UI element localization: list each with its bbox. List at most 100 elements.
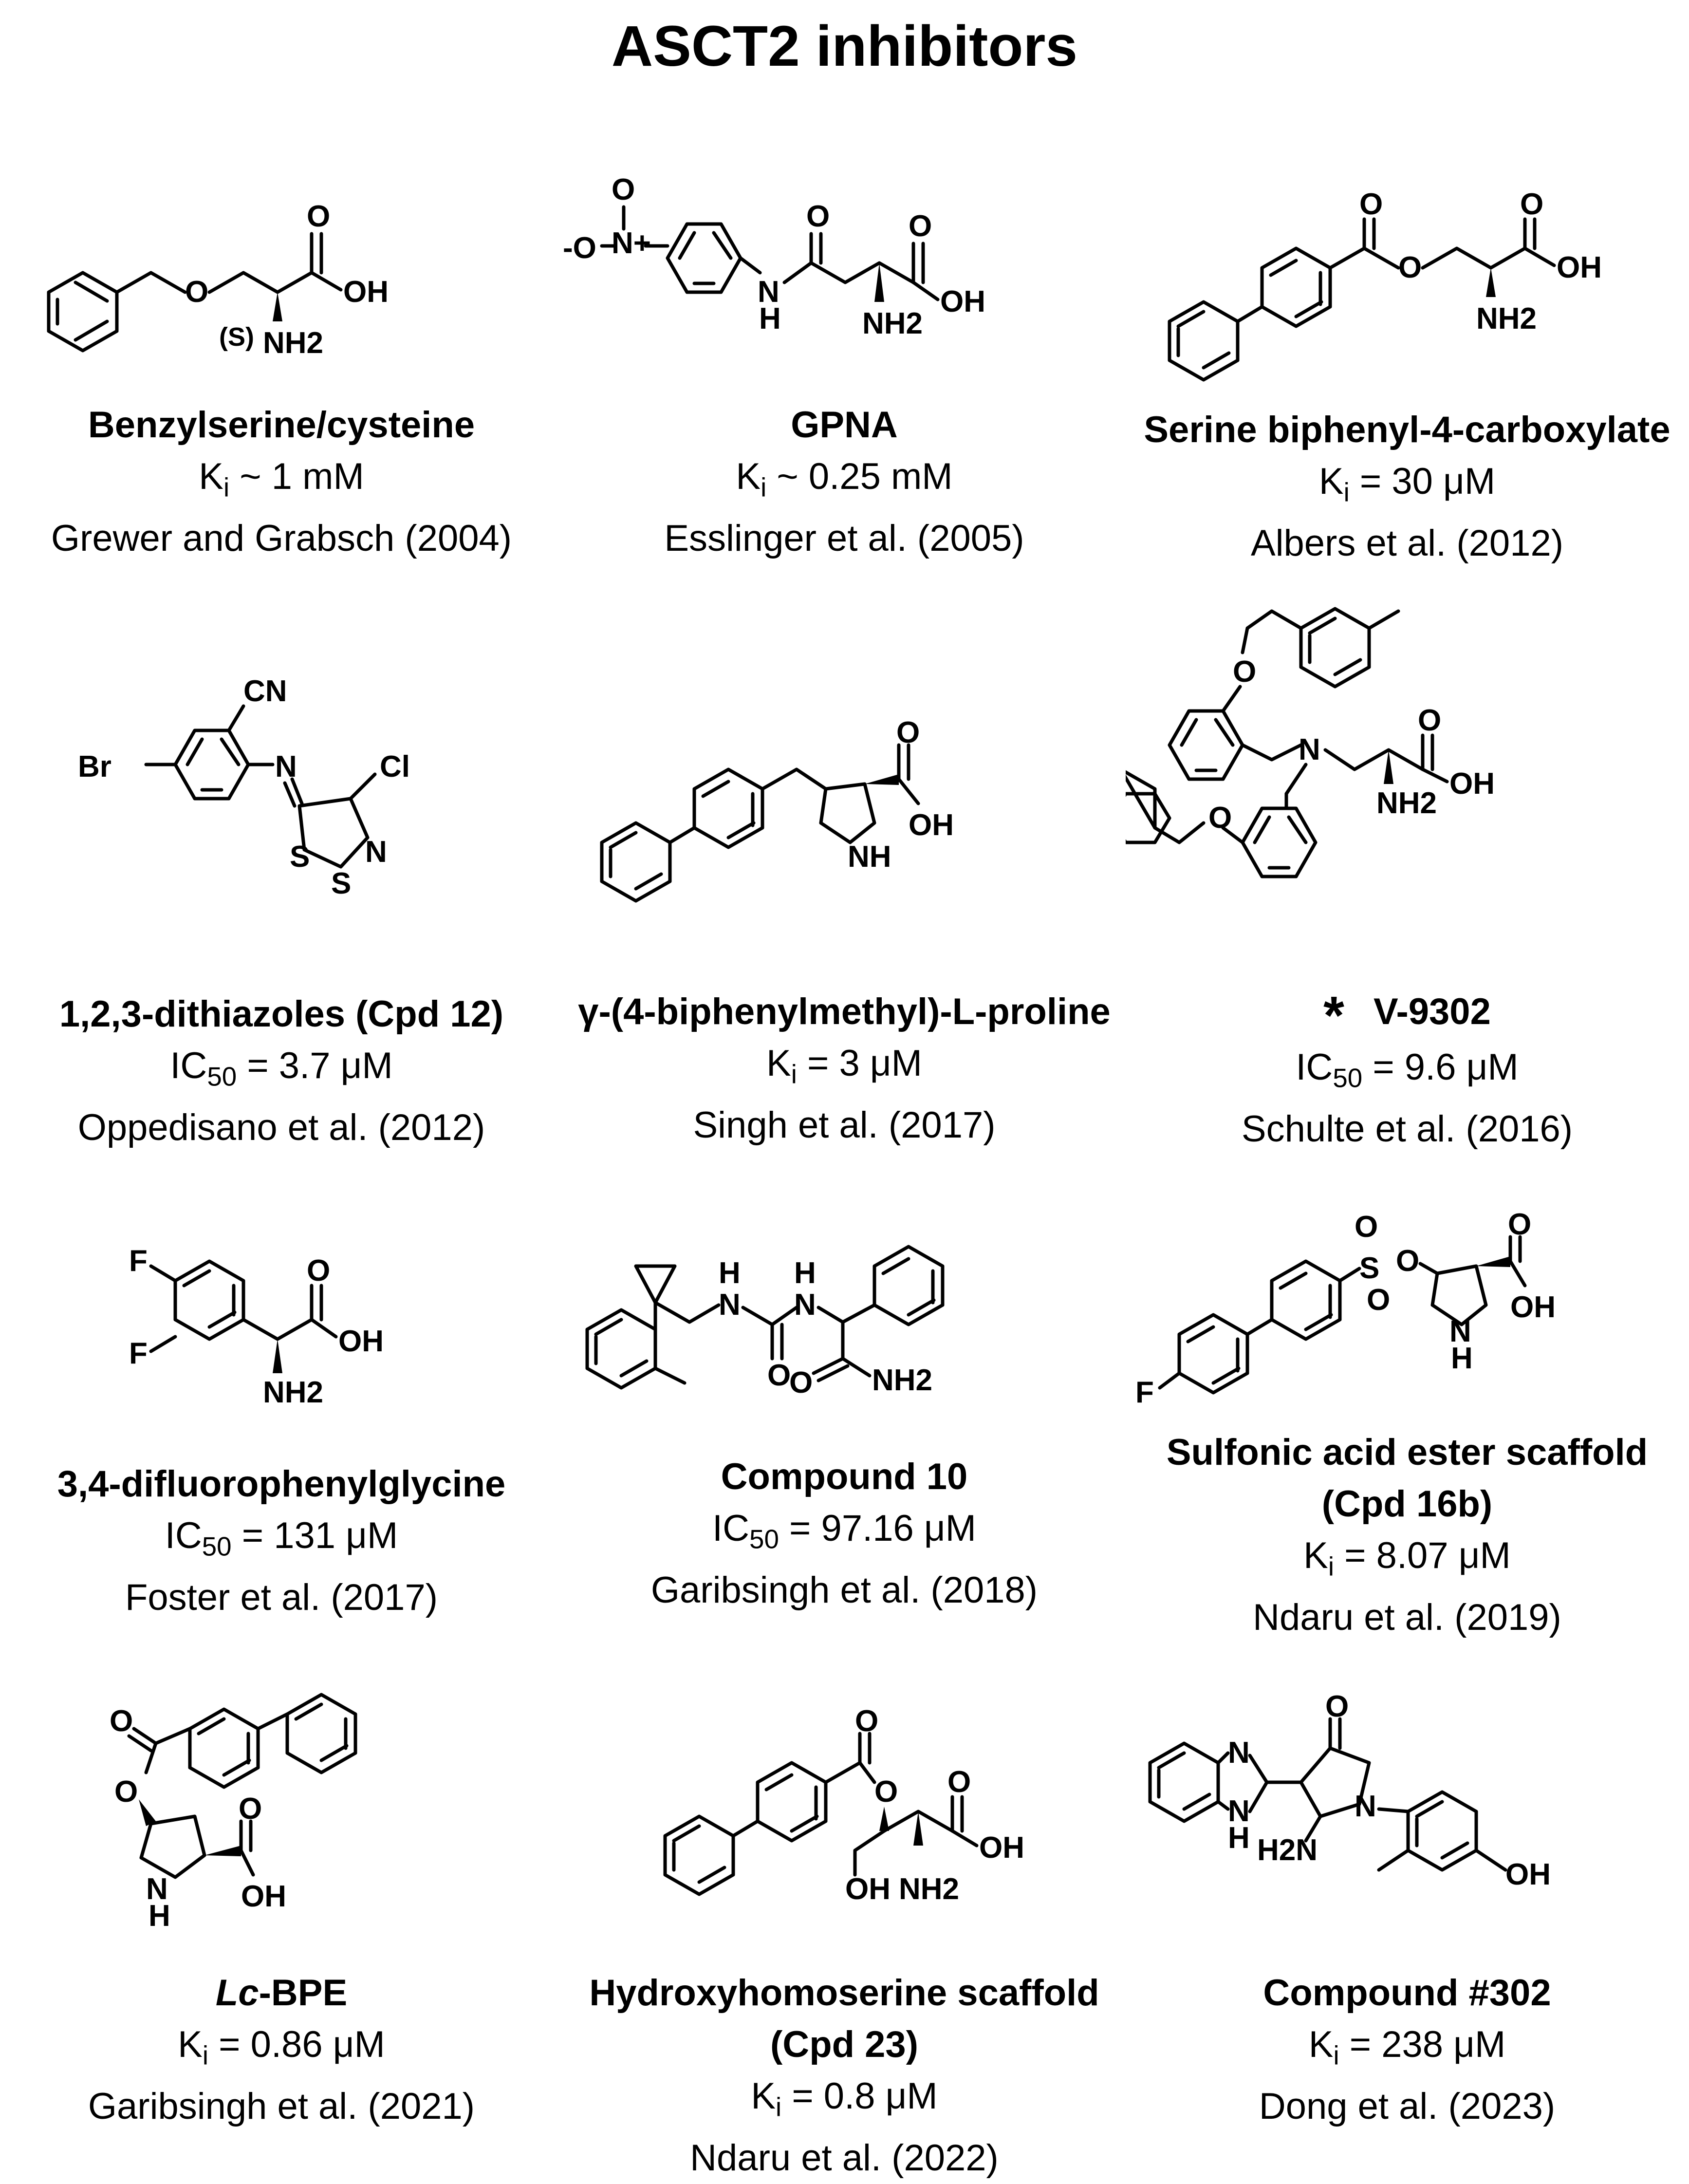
- atom-f2: F: [129, 1337, 148, 1370]
- atom-n: N: [1299, 733, 1320, 766]
- metric-sub: i: [791, 1059, 797, 1089]
- compound-caption: *V-9302 IC50 = 9.6 μM Schulte et al. (20…: [1126, 986, 1689, 1155]
- compound-caption: γ-(4-biphenylmethyl)-L-proline Ki = 3 μM…: [563, 986, 1126, 1151]
- atom-o: O: [185, 275, 208, 309]
- compound-name-italic: Lc: [215, 1972, 259, 2014]
- atom-n: N: [1449, 1315, 1471, 1348]
- metric: K: [1318, 461, 1344, 502]
- activity-value: Ki = 238 μM: [1126, 2019, 1689, 2081]
- structure-sulfonic-ester: F S O O O N H O OH: [1126, 1208, 1689, 1480]
- atom-s1: S: [290, 840, 310, 874]
- atom-nh: NH: [848, 840, 891, 874]
- value: = 0.8 μM: [792, 2075, 938, 2117]
- atom-o-ketone: O: [1359, 187, 1383, 221]
- atom-n-pyrrole: N: [1355, 1790, 1376, 1823]
- pyrrolidine-ring: [819, 782, 876, 844]
- dithiazole-ring: [297, 797, 370, 869]
- compound-caption: Sulfonic acid ester scaffold (Cpd 16b) K…: [1126, 1427, 1689, 1643]
- reference: Foster et al. (2017): [125, 1577, 438, 1619]
- benzene-ring: [1299, 607, 1371, 689]
- compound-name: Hydroxyhomoserine scaffold (Cpd 23): [589, 1972, 1099, 2065]
- atom-o-acid: O: [1520, 187, 1543, 221]
- activity-value: Ki = 0.86 μM: [0, 2019, 563, 2081]
- atom-n1: N: [719, 1288, 741, 1322]
- benzene-ring: [666, 222, 742, 294]
- reference: Schulte et al. (2016): [1241, 1108, 1573, 1150]
- atom-oh: OH: [338, 1325, 384, 1358]
- structure-v9302: O N O OH NH2 O: [1126, 599, 1689, 989]
- compound-name: Compound 10: [721, 1456, 968, 1497]
- atom-o-acid: O: [239, 1792, 262, 1826]
- value: = 3 μM: [807, 1043, 922, 1084]
- atom-h: H: [1228, 1821, 1250, 1855]
- compound-caption: Serine biphenyl-4-carboxylate Ki = 30 μM…: [1126, 404, 1689, 569]
- compound-caption: Lc-BPE Ki = 0.86 μM Garibsingh et al. (2…: [0, 1967, 563, 2132]
- activity-value: IC50 = 97.16 μM: [563, 1503, 1126, 1565]
- atom-br: Br: [78, 750, 111, 784]
- metric: IC: [170, 1045, 207, 1086]
- pyrrolidine-ring: [139, 1814, 206, 1879]
- compound-name: γ-(4-biphenylmethyl)-L-proline: [578, 991, 1111, 1032]
- metric-sub: 50: [207, 1061, 237, 1092]
- activity-value: IC50 = 131 μM: [0, 1510, 563, 1572]
- atom-o-nitro: O: [612, 173, 635, 206]
- activity-value: IC50 = 3.7 μM: [0, 1040, 563, 1102]
- compound-name: GPNA: [791, 404, 898, 446]
- atom-nh2: NH2: [1376, 786, 1437, 820]
- structure-benzylserine: O O OH NH2 (S): [0, 161, 563, 414]
- metric: K: [199, 456, 223, 497]
- benzene-ring: [1168, 300, 1240, 382]
- benzene-ring: [1126, 770, 1157, 830]
- atom-oh: OH: [241, 1880, 286, 1913]
- compound-caption: Compound #302 Ki = 238 μM Dong et al. (2…: [1126, 1967, 1689, 2132]
- activity-value: Ki = 8.07 μM: [1126, 1530, 1689, 1592]
- atom-o-ester: O: [1398, 251, 1422, 284]
- structure-dithiazole: CN Br N Cl S S N: [0, 662, 563, 984]
- compound-caption: Benzylserine/cysteine Ki ~ 1 mM Grewer a…: [0, 399, 563, 564]
- atom-oh: OH: [343, 275, 389, 309]
- atom-h: H: [1451, 1342, 1473, 1375]
- atom-h: H: [759, 302, 781, 336]
- atom-o-link: O: [1396, 1244, 1419, 1278]
- atom-f1: F: [129, 1244, 148, 1278]
- metric-sub: i: [223, 472, 230, 503]
- activity-value: IC50 = 9.6 μM: [1126, 1042, 1689, 1103]
- compound-name: Sulfonic acid ester scaffold (Cpd 16b): [1166, 1432, 1648, 1525]
- atom-o-bottom: O: [1367, 1283, 1390, 1317]
- atom-o-ester: O: [114, 1775, 138, 1809]
- compound-name: 1,2,3-dithiazoles (Cpd 12): [59, 993, 504, 1035]
- atom-n2: N: [794, 1288, 816, 1322]
- atom-n2: N: [365, 835, 387, 869]
- atom-nh2: NH2: [263, 1376, 323, 1409]
- atom-o-amide: O: [806, 200, 830, 233]
- reference: Garibsingh et al. (2018): [650, 1569, 1038, 1611]
- atom-o: O: [1325, 1690, 1349, 1723]
- metric-sub: 50: [1333, 1063, 1363, 1093]
- atom-oh: OH: [1505, 1858, 1551, 1891]
- value: ~ 1 mM: [240, 456, 364, 497]
- atom-oh: OH: [940, 285, 985, 318]
- benzene-ring: [1168, 709, 1244, 781]
- metric-sub: i: [1343, 477, 1350, 507]
- value: = 30 μM: [1359, 461, 1496, 502]
- atom-nh2: NH2: [1476, 302, 1537, 336]
- cyclopropane-ring: [634, 1264, 677, 1305]
- metric: K: [751, 2075, 776, 2117]
- value: = 0.86 μM: [219, 2024, 385, 2065]
- atom-cn: CN: [243, 674, 287, 708]
- compound-caption: 1,2,3-dithiazoles (Cpd 12) IC50 = 3.7 μM…: [0, 989, 563, 1154]
- compound-name: Serine biphenyl-4-carboxylate: [1144, 409, 1670, 450]
- structure-gpna: O -O N+ N H O O OH NH2: [563, 161, 1126, 414]
- value: = 97.16 μM: [789, 1508, 976, 1549]
- atom-s: S: [1359, 1251, 1379, 1285]
- metric: K: [766, 1043, 791, 1084]
- reference: Ndaru et al. (2022): [690, 2137, 999, 2179]
- atom-oh: OH: [845, 1872, 891, 1906]
- metric: K: [736, 456, 761, 497]
- atom-o-acid: O: [1418, 704, 1441, 737]
- benzene-ring: [600, 821, 672, 903]
- reference: Dong et al. (2023): [1259, 2086, 1556, 2128]
- compound-name-text: V-9302: [1373, 991, 1491, 1032]
- atom-h: H: [148, 1899, 170, 1933]
- compound-name-text: -BPE: [259, 1972, 348, 2014]
